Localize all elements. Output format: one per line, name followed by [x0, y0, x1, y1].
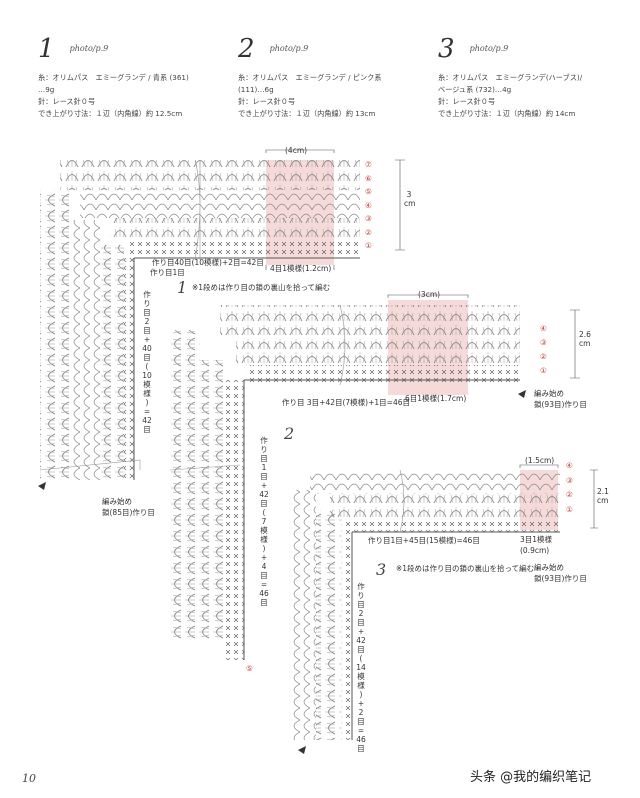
- foundation-label-2: 作り目1目: [150, 268, 185, 277]
- row-single: [346, 518, 560, 532]
- width-label: (4cm): [285, 146, 308, 155]
- watermark: 头条 @我的编织笔记: [470, 770, 592, 785]
- pattern-number: 1: [38, 34, 55, 64]
- row-fans: [330, 494, 560, 518]
- photo-ref: photo/p.9: [469, 44, 509, 53]
- row-net: [310, 470, 560, 494]
- pattern-2-header: 2 photo/p.9 糸：オリムパス エミーグランデ / ピンク系 (111)…: [238, 36, 428, 120]
- row-single: [130, 240, 360, 258]
- diagram-1: [38, 149, 405, 490]
- foundation-label: 作り目1目+45目(15模様)=46目: [368, 536, 480, 545]
- diagram-label: 1: [177, 278, 188, 297]
- note: ※1段めは作り目の鎖の裏山を拾って編む: [192, 283, 331, 292]
- col-shells: [316, 510, 342, 740]
- row-fans: [60, 160, 360, 190]
- start-arrow: [298, 746, 306, 754]
- row-single: [246, 365, 520, 385]
- note: ※1段めは作り目の鎖の裏山を拾って編む: [396, 564, 535, 573]
- col-net: [70, 220, 100, 480]
- start-label: 編み始め 鎖(93目)作り目: [534, 389, 587, 409]
- height-label: 3 cm: [404, 190, 416, 208]
- pattern-1-header: 1 photo/p.9 糸：オリムパス エミーグランデ / 青系 (361) ……: [38, 36, 228, 120]
- col-shells: [170, 330, 200, 640]
- col-single: [226, 380, 244, 660]
- side-label: 作り目 2 目 + 42 目 ( 14 模様 ) + 2 目 = 46 目: [356, 582, 366, 753]
- row-fans-2: [110, 218, 360, 240]
- motif-label: 3目1模様 (0.9cm): [520, 535, 553, 555]
- col-shells-2: [200, 360, 226, 640]
- row-fans: [220, 305, 520, 335]
- height-label: 2.6 cm: [579, 330, 591, 348]
- col-shells: [40, 190, 70, 480]
- diagram-label: 2: [284, 424, 295, 443]
- height-label: 2.1 cm: [597, 487, 609, 505]
- extra-row-marker: ⑤: [246, 664, 253, 673]
- pattern-spec: 糸：オリムパス エミーグランデ(ハーブス)/ ベージュ系 (732)…4g 針：…: [438, 73, 583, 118]
- col-net: [290, 490, 316, 740]
- page-number: 10: [22, 772, 36, 785]
- pattern-spec: 糸：オリムパス エミーグランデ / ピンク系 (111)…6g 針：レース針０号…: [238, 73, 382, 118]
- pattern-3-header: 3 photo/p.9 糸：オリムパス エミーグランデ(ハーブス)/ ベージュ系…: [438, 36, 628, 120]
- side-label: 作り目 1 目 + 42 目 ( 7 模様 ) + 4 目 = 46 目: [259, 436, 269, 607]
- row-fans-2: [236, 335, 520, 363]
- width-label: (1.5cm): [525, 456, 555, 465]
- row-net: [80, 190, 360, 218]
- pattern-number: 2: [238, 34, 255, 64]
- start-arrow: [38, 482, 46, 490]
- photo-ref: photo/p.9: [269, 44, 309, 53]
- diagram-3: [290, 464, 598, 754]
- start-label: 編み始め 鎖(85目)作り目: [102, 497, 155, 517]
- width-label: (3cm): [418, 290, 441, 299]
- col-single: [342, 532, 352, 740]
- pattern-spec: 糸：オリムパス エミーグランデ / 青系 (361) …9g 針：レース針０号 …: [38, 73, 189, 118]
- col-shells-2: [100, 245, 124, 480]
- pattern-number: 3: [438, 34, 455, 64]
- start-label: 編み始め 鎖(93目)作り目: [534, 563, 587, 583]
- diagram-2: [169, 294, 580, 660]
- photo-ref: photo/p.9: [69, 44, 109, 53]
- motif-label: 6目1模様(1.7cm): [405, 394, 467, 403]
- col-single: [124, 258, 134, 480]
- diagram-label: 3: [376, 560, 387, 579]
- foundation-label: 作り目40目(10模様)+2目=42目: [152, 258, 264, 267]
- motif-label: 4目1模様(1.2cm): [270, 264, 332, 273]
- start-arrow: [518, 390, 526, 398]
- foundation-label: 作り目 3目+42目(7模様)+1目=46目: [282, 398, 410, 407]
- side-label: 作り目 2 目 + 40 目 ( 10 模様 ) = 42 目: [142, 290, 152, 434]
